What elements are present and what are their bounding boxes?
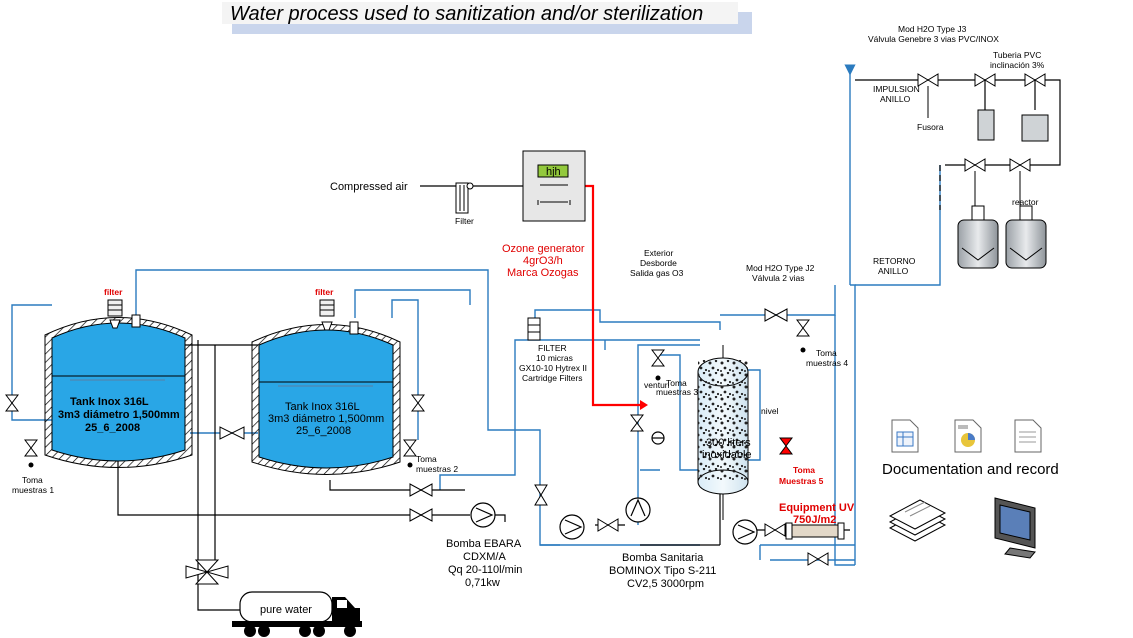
reactor-label: reactor [1012, 197, 1039, 207]
uv-equipment [785, 522, 845, 540]
toma4-line2: muestras 4 [806, 358, 848, 368]
toma1-line1: Toma [22, 475, 43, 485]
cartridge-line2: 10 micras [536, 353, 573, 363]
small-tank-300l [697, 345, 749, 520]
tank2-line2: 3m3 diámetro 1,500mm [268, 413, 384, 425]
cartridge-line3: GX10-10 Hytrex II [519, 363, 587, 373]
exterior-line1: Exterior [644, 248, 673, 258]
ebara-line3: Qq 20-110l/min [448, 564, 522, 576]
ozone-line3: Marca Ozogas [507, 267, 579, 279]
toma3-line1: Toma [666, 378, 687, 388]
diagram-title: Water process used to sanitization and/o… [230, 3, 704, 25]
impulsion-line1: IMPULSION [873, 84, 920, 94]
nivel-label: nivel [761, 406, 779, 416]
labels: Compressed air Filter hjh Ozone generato… [12, 24, 1059, 616]
tank1-line1: Tank Inox 316L [70, 396, 149, 408]
toma2-line1: Toma [416, 454, 437, 464]
air-filter [455, 182, 474, 214]
tuberia-line2: inclinación 3% [990, 60, 1045, 70]
sanitaria-line1: Bomba Sanitaria [622, 552, 704, 564]
toma4-line1: Toma [816, 348, 837, 358]
toma1-line2: muestras 1 [12, 485, 54, 495]
tank2-line3: 25_6_2008 [296, 425, 351, 437]
tank1-line2: 3m3 diámetro 1,500mm [58, 409, 180, 421]
blue-piping [11, 64, 941, 566]
cartridge-filter [527, 317, 541, 341]
uv-line1: Equipment UV [779, 502, 855, 514]
tank1-filter-label: filter [104, 287, 123, 297]
toma3-line2: muestras 3 [656, 387, 698, 397]
reactors [957, 171, 1047, 269]
sanitaria-line3: CV2,5 3000rpm [627, 578, 704, 590]
ozone-arrow-icon [640, 400, 648, 410]
title-background [222, 2, 738, 24]
tank1-line3: 25_6_2008 [85, 422, 140, 434]
tank-2 [251, 299, 401, 475]
venturi-label: venturi [644, 380, 670, 390]
tank2-line1: Tank Inox 316L [285, 401, 360, 413]
documentation-label: Documentation and record [882, 461, 1059, 478]
hjh-label: hjh [546, 166, 561, 178]
toma2-line2: muestras 2 [416, 464, 458, 474]
tank-1 [44, 299, 193, 468]
exterior-line3: Salida gas O3 [630, 268, 684, 278]
toma5-line2: Muestras 5 [779, 476, 824, 486]
sample-points [28, 347, 806, 468]
fusora-label: Fusora [917, 122, 944, 132]
ebara-line4: 0,71kw [465, 577, 500, 589]
pure-water-label: pure water [260, 604, 312, 616]
impulsion-line2: ANILLO [880, 94, 911, 104]
sanitaria-line2: BOMINOX Tipo S-211 [609, 565, 716, 577]
small-tank-line2: inoxidable [702, 449, 752, 461]
exterior-line2: Desborde [640, 258, 677, 268]
ozone-line [585, 184, 645, 407]
ozone-line1: Ozone generator [502, 243, 585, 255]
pumps [470, 431, 758, 545]
compressed-air-label: Compressed air [330, 181, 408, 193]
ozone-generator [522, 150, 586, 222]
ebara-line2: CDXM/A [463, 551, 506, 563]
small-tank-line1: 300 liters [706, 437, 751, 449]
retorno-line2: ANILLO [878, 266, 909, 276]
tuberia-line1: Tuberia PVC [993, 50, 1041, 60]
filter-small-label: Filter [455, 216, 474, 226]
toma5-line1: Toma [793, 465, 815, 475]
j3-line2: Válvula Genebre 3 vias PVC/INOX [868, 34, 999, 44]
cartridge-line4: Cartridge Filters [522, 373, 582, 383]
tanker-truck [232, 591, 362, 637]
spreadsheet-icon [891, 419, 919, 453]
fusora-equipment [927, 86, 1049, 142]
retorno-line1: RETORNO [873, 256, 916, 266]
paper-stack-icon [888, 499, 947, 542]
j2-line1: Mod H2O Type J2 [746, 263, 815, 273]
text-document-icon [1014, 419, 1042, 453]
level-valve-red-icon [779, 437, 793, 455]
tank2-filter-label: filter [315, 287, 334, 297]
ebara-line1: Bomba EBARA [446, 538, 522, 550]
j2-line2: Válvula 2 vias [752, 273, 804, 283]
cartridge-line1: FILTER [538, 343, 567, 353]
ozone-line2: 4grO3/h [523, 255, 563, 267]
j3-line1: Mod H2O Type J3 [898, 24, 967, 34]
uv-line2: 750J/m2 [793, 514, 836, 526]
report-chart-icon [954, 419, 982, 453]
computer-monitor-icon [994, 497, 1036, 559]
valves [5, 73, 1046, 585]
title-banner: Water process used to sanitization and/o… [222, 2, 752, 34]
